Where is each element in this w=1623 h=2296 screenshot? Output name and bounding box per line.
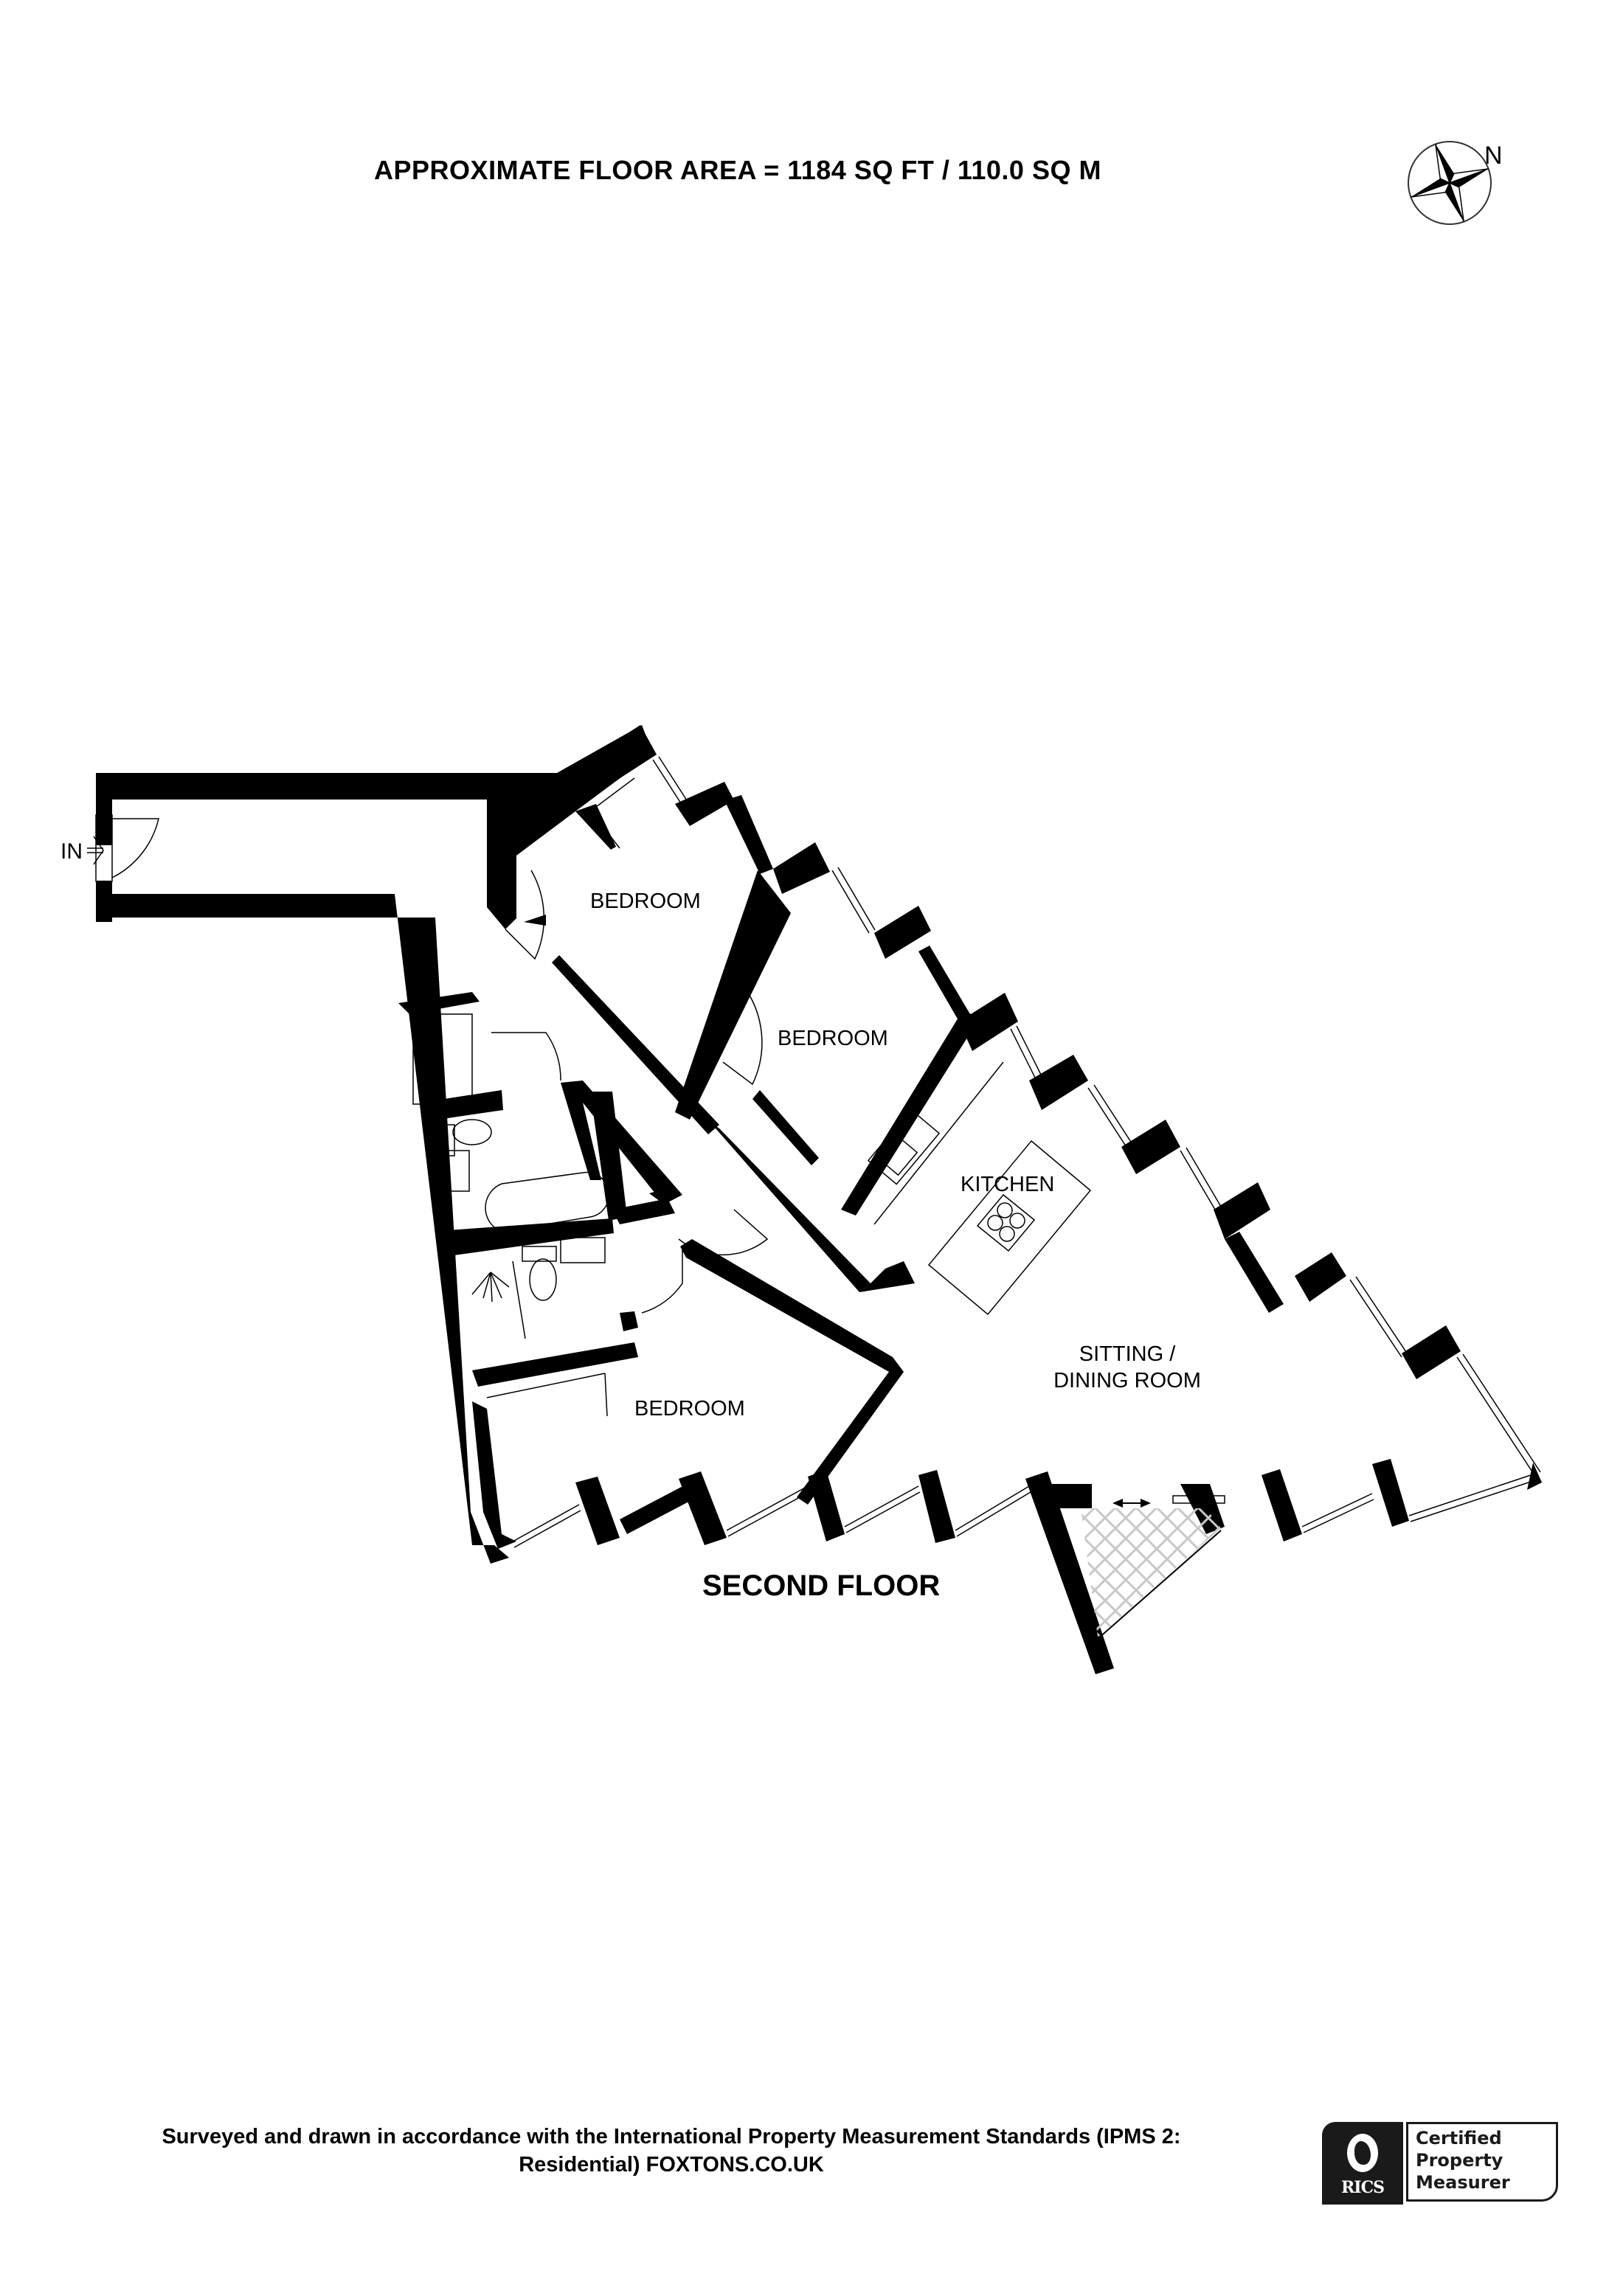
entrance-label: IN <box>60 839 83 864</box>
rics-brand-text: RICS <box>1341 2178 1385 2197</box>
room-label-bedroom-3: BEDROOM <box>634 1397 745 1421</box>
disclaimer-line-2: Residential) FOXTONS.CO.UK <box>519 2153 824 2177</box>
toilet-icon <box>452 1119 492 1145</box>
badge-line-1: Certified <box>1416 2128 1502 2148</box>
floor-name: SECOND FLOOR <box>702 1570 941 1602</box>
bathroom-fixtures <box>412 1013 610 1417</box>
bath-icon <box>485 1171 610 1232</box>
certification-text: Certified Property Measurer <box>1406 2122 1558 2202</box>
room-label-line: SITTING / <box>1079 1342 1176 1366</box>
compass-rose-icon <box>1408 141 1492 225</box>
basin-icon <box>439 1150 470 1192</box>
room-label-kitchen: KITCHEN <box>961 1173 1055 1196</box>
badge-line-2: Property <box>1416 2150 1503 2171</box>
entrance-arrow-icon <box>87 836 104 865</box>
shower-icon <box>471 1272 510 1303</box>
walls <box>96 725 1542 1674</box>
sink-icon <box>867 1109 941 1185</box>
room-label-bedroom-2: BEDROOM <box>778 1027 888 1050</box>
balcony <box>1081 1508 1221 1637</box>
badge-line-3: Measurer <box>1416 2172 1510 2193</box>
rics-logo: RICS <box>1322 2122 1403 2205</box>
toilet-icon <box>529 1258 557 1301</box>
kitchen-island <box>927 1140 1092 1316</box>
room-label-bedroom-1: BEDROOM <box>590 889 701 913</box>
door-swings <box>111 777 769 1314</box>
windows <box>95 756 1541 1548</box>
disclaimer-line-1: Surveyed and drawn in accordance with th… <box>162 2125 1181 2148</box>
kitchen-fixtures <box>867 1061 1092 1316</box>
basin-icon <box>560 1237 606 1263</box>
rics-certified-badge: RICS Certified Property Measurer <box>1322 2122 1565 2209</box>
hob-icon <box>976 1193 1036 1252</box>
compass-north-label: N <box>1484 142 1503 170</box>
lion-icon <box>1347 2134 1378 2172</box>
survey-disclaimer: Surveyed and drawn in accordance with th… <box>30 2123 1313 2179</box>
sliding-door-arrow-icon <box>1112 1499 1151 1508</box>
room-label-sitting-dining: SITTING / DINING ROOM <box>1046 1341 1208 1394</box>
floor-area-text: APPROXIMATE FLOOR AREA = 1184 SQ FT / 11… <box>374 155 1101 185</box>
room-label-line: DINING ROOM <box>1053 1369 1201 1392</box>
floor-area-title: APPROXIMATE FLOOR AREA = 1184 SQ FT / 11… <box>0 155 1623 186</box>
